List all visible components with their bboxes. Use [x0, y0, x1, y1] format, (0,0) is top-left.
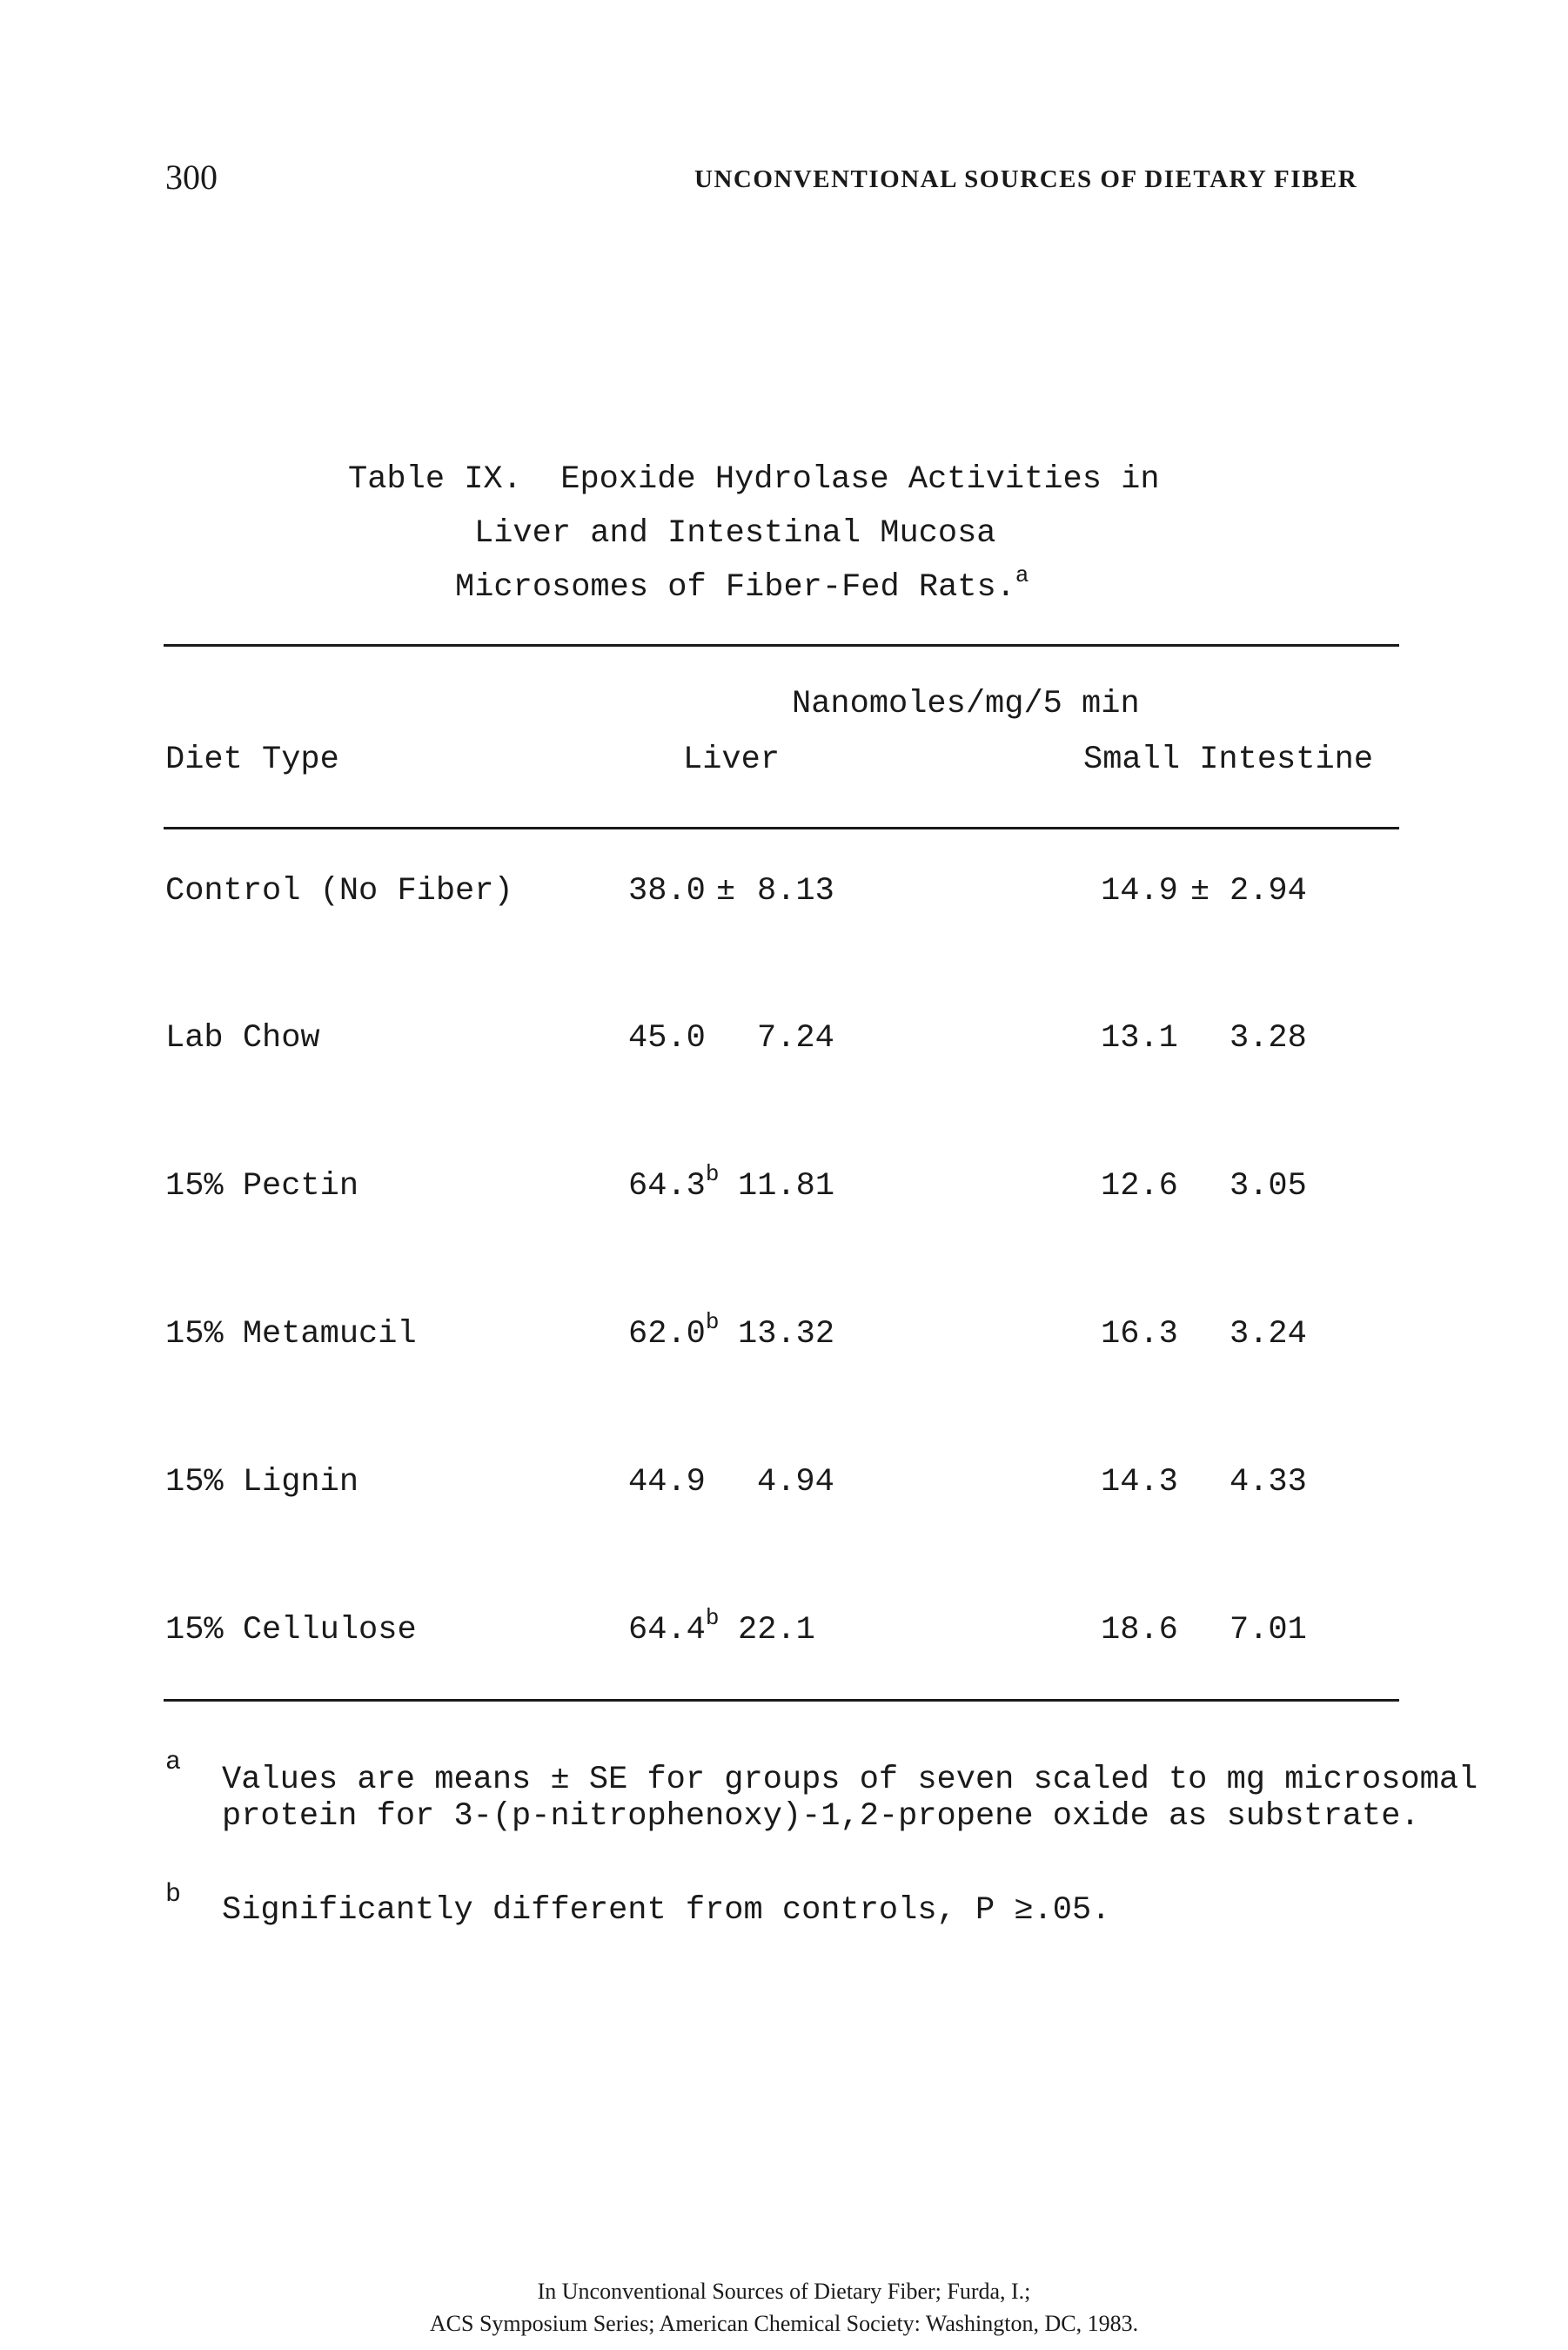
cell-liver-se: 8.13	[757, 873, 834, 910]
citation-line-2: ACS Symposium Series; American Chemical …	[429, 2311, 1139, 2336]
cell-liver-pm: ±	[716, 873, 736, 910]
cell-liver-se: 11.81	[738, 1168, 835, 1205]
footnote-b-marker: b	[165, 1880, 182, 1910]
running-head: UNCONVENTIONAL SOURCES OF DIETARY FIBER	[694, 165, 1358, 193]
cell-intestine-mean: 16.3	[1101, 1316, 1178, 1353]
citation-line-1: In Unconventional Sources of Dietary Fib…	[537, 2279, 1031, 2304]
cell-diet: 15% Pectin	[165, 1168, 359, 1205]
cell-diet: 15% Lignin	[165, 1464, 359, 1501]
column-header-small-intestine: Small Intestine	[1083, 742, 1374, 778]
footnote-b-line-1: Significantly different from controls, P…	[222, 1892, 1111, 1929]
cell-liver-mean: 64.3b	[628, 1161, 720, 1205]
column-header-diet: Diet Type	[165, 742, 339, 778]
footnote-marker-a: a	[1015, 562, 1029, 588]
cell-intestine-se: 3.24	[1230, 1316, 1307, 1353]
footnote-a-marker: a	[165, 1748, 182, 1777]
cell-diet: Lab Chow	[165, 1020, 320, 1057]
table-title-line-3: Microsomes of Fiber-Fed Rats.a	[455, 562, 1029, 606]
cell-liver-se: 13.32	[738, 1316, 835, 1353]
cell-intestine-se: 3.28	[1230, 1020, 1307, 1057]
table-title-line-1: Table IX. Epoxide Hydrolase Activities i…	[348, 461, 1160, 498]
cell-diet: 15% Metamucil	[165, 1316, 417, 1353]
cell-liver-mean: 38.0	[628, 873, 706, 910]
cell-liver-se: 4.94	[757, 1464, 834, 1501]
cell-intestine-pm: ±	[1190, 873, 1210, 910]
table-header-rule	[164, 827, 1399, 829]
cell-intestine-se: 3.05	[1230, 1168, 1307, 1205]
cell-intestine-mean: 14.3	[1101, 1464, 1178, 1501]
cell-liver-mean: 44.9	[628, 1464, 706, 1501]
cell-intestine-mean: 14.9	[1101, 873, 1178, 910]
cell-intestine-mean: 13.1	[1101, 1020, 1178, 1057]
table-bottom-rule	[164, 1699, 1399, 1702]
cell-intestine-se: 7.01	[1230, 1612, 1307, 1648]
unit-header: Nanomoles/mg/5 min	[792, 686, 1140, 722]
cell-intestine-se: 4.33	[1230, 1464, 1307, 1501]
table-title-line-2: Liver and Intestinal Mucosa	[474, 515, 996, 552]
table-top-rule	[164, 644, 1399, 647]
cell-intestine-mean: 12.6	[1101, 1168, 1178, 1205]
cell-liver-mean: 45.0	[628, 1020, 706, 1057]
cell-liver-mean: 62.0b	[628, 1309, 720, 1353]
cell-diet: 15% Cellulose	[165, 1612, 417, 1648]
cell-diet: Control (No Fiber)	[165, 873, 513, 910]
cell-intestine-se: 2.94	[1230, 873, 1307, 910]
cell-liver-se: 22.1	[738, 1612, 815, 1648]
footnote-a-line-1: Values are means ± SE for groups of seve…	[222, 1762, 1478, 1798]
column-header-liver: Liver	[683, 742, 781, 778]
footnote-a-line-2: protein for 3-(p-nitrophenoxy)-1,2-prope…	[222, 1798, 1420, 1835]
cell-intestine-mean: 18.6	[1101, 1612, 1178, 1648]
cell-liver-se: 7.24	[757, 1020, 834, 1057]
cell-liver-mean: 64.4b	[628, 1605, 720, 1648]
page-number: 300	[165, 158, 218, 197]
